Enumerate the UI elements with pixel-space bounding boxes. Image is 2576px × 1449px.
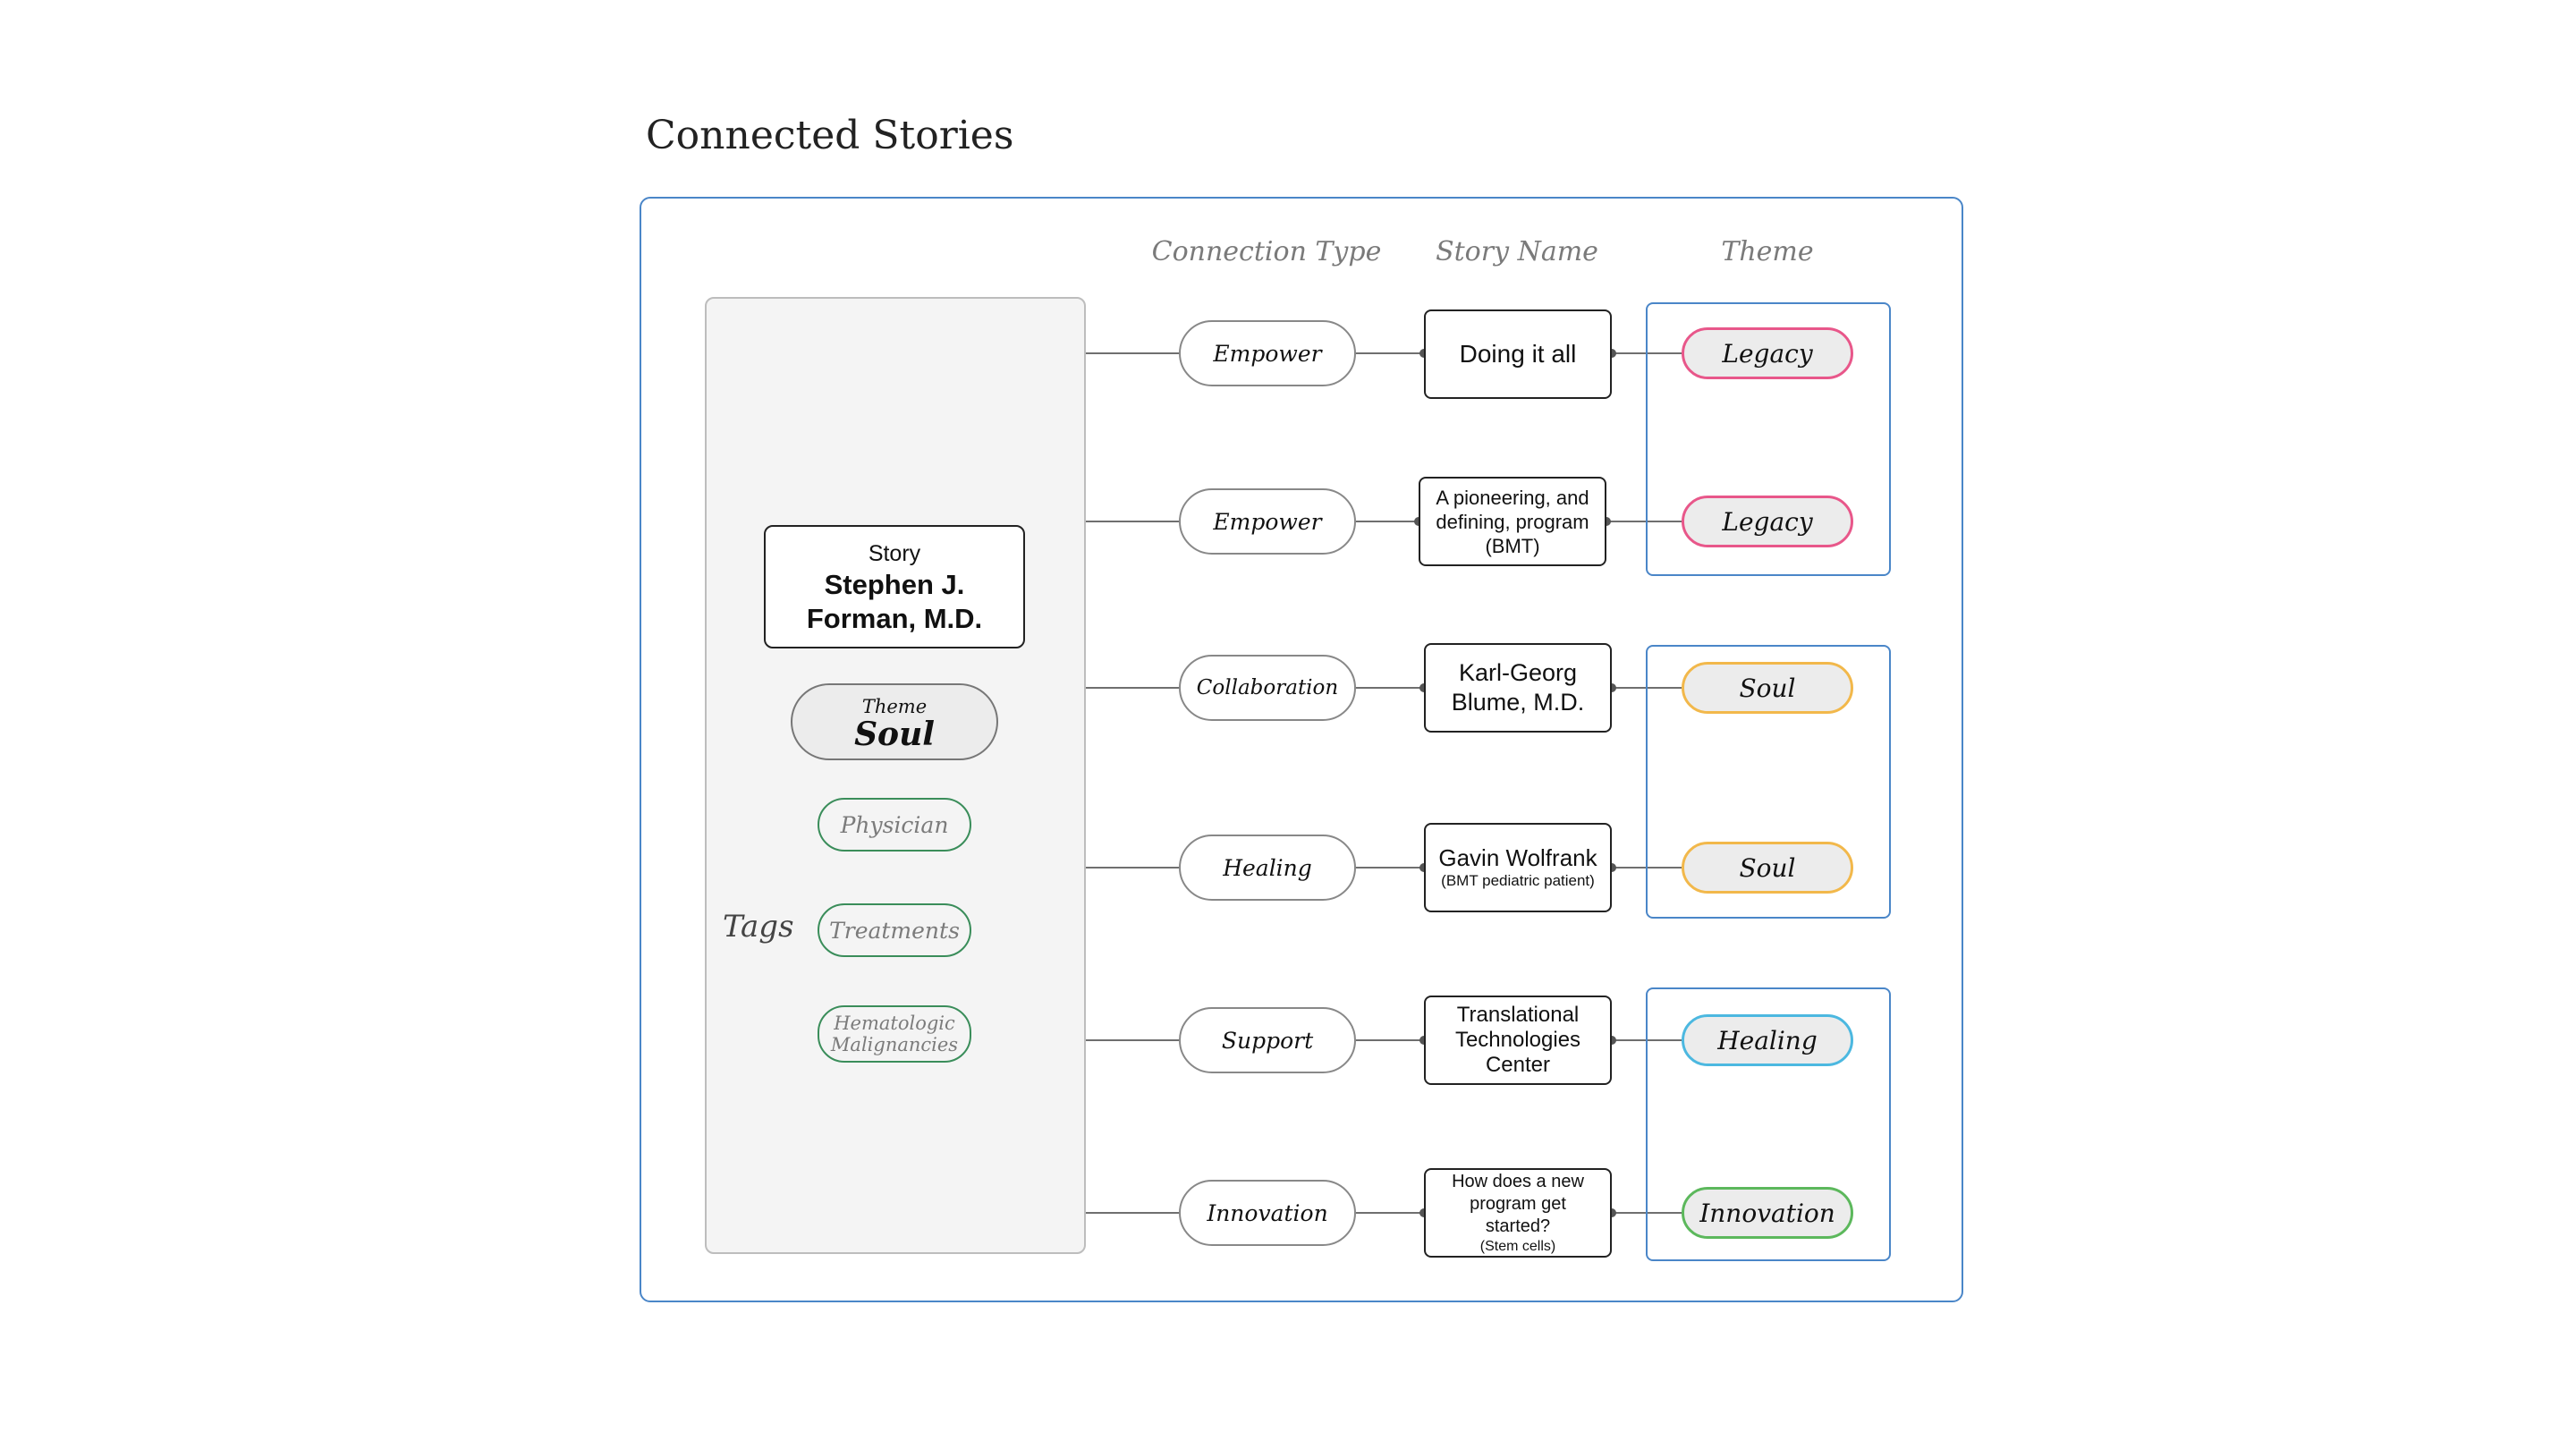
story-box[interactable]: A pioneering, and defining, program (BMT…: [1419, 477, 1606, 566]
connection-pill[interactable]: Healing: [1179, 835, 1356, 901]
story-subtitle: (BMT pediatric patient): [1441, 872, 1595, 889]
story-name: Doing it all: [1459, 340, 1577, 368]
story-box[interactable]: Translational Technologies Center: [1424, 996, 1612, 1085]
story-name-line: started?: [1485, 1216, 1551, 1236]
connection-pill[interactable]: Support: [1179, 1007, 1356, 1073]
tag-treatments-label: Treatments: [829, 917, 960, 944]
theme-badge-legacy[interactable]: Legacy: [1682, 327, 1853, 379]
story-name-line: (BMT): [1485, 534, 1540, 557]
tag-treatments[interactable]: Treatments: [818, 903, 971, 957]
tags-label: Tags: [723, 909, 794, 945]
tag-malignancies-label: Malignancies: [830, 1034, 959, 1055]
main-story-name-line2: Forman, M.D.: [806, 603, 983, 634]
tag-hematologic-label: Hematologic: [834, 1013, 955, 1034]
story-name-line: Blume, M.D.: [1451, 689, 1585, 716]
main-story-panel: [705, 297, 1086, 1254]
theme-badge-soul[interactable]: Soul: [1682, 842, 1853, 894]
header-story-name: Story Name: [1436, 236, 1598, 267]
story-subtitle: (Stem cells): [1479, 1238, 1556, 1254]
story-name-line: program get: [1470, 1193, 1566, 1214]
diagram-frame: [640, 197, 1963, 1302]
connection-pill[interactable]: Empower: [1179, 488, 1356, 555]
story-box[interactable]: Gavin Wolfrank (BMT pediatric patient): [1424, 823, 1612, 912]
story-name-line: Translational: [1456, 1003, 1580, 1027]
story-name-line: Center: [1485, 1053, 1551, 1077]
tag-physician[interactable]: Physician: [818, 798, 971, 852]
theme-group-healing-innovation: [1646, 987, 1891, 1261]
story-box[interactable]: Doing it all: [1424, 309, 1612, 399]
story-name: Gavin Wolfrank: [1438, 844, 1597, 871]
header-theme: Theme: [1721, 236, 1814, 267]
connection-pill[interactable]: Collaboration: [1179, 655, 1356, 721]
tag-hematologic-malignancies[interactable]: Hematologic Malignancies: [818, 1005, 971, 1063]
main-story-name-line1: Stephen J.: [824, 569, 965, 600]
story-name-line: defining, program: [1436, 510, 1589, 533]
theme-badge-legacy[interactable]: Legacy: [1682, 496, 1853, 547]
theme-badge-healing[interactable]: Healing: [1682, 1014, 1853, 1066]
main-theme-label: Theme: [861, 696, 928, 717]
story-name-line: Technologies: [1454, 1028, 1581, 1052]
main-story-card[interactable]: Story Stephen J. Forman, M.D.: [764, 525, 1025, 648]
header-connection-type: Connection Type: [1151, 236, 1382, 267]
page-title: Connected Stories: [646, 113, 1014, 158]
story-name-line: A pioneering, and: [1436, 486, 1589, 509]
story-box[interactable]: How does a new program get started? (Ste…: [1424, 1168, 1612, 1258]
theme-group-soul: [1646, 645, 1891, 919]
theme-group-legacy: [1646, 302, 1891, 576]
connection-pill[interactable]: Innovation: [1179, 1180, 1356, 1246]
tag-physician-label: Physician: [840, 811, 949, 838]
main-story-label: Story: [868, 541, 921, 566]
theme-badge-soul[interactable]: Soul: [1682, 662, 1853, 714]
story-name-line: Karl-Georg: [1458, 659, 1578, 686]
story-name-line: How does a new: [1452, 1171, 1584, 1191]
main-theme-value: Soul: [854, 716, 935, 753]
connection-pill[interactable]: Empower: [1179, 320, 1356, 386]
story-box[interactable]: Karl-Georg Blume, M.D.: [1424, 643, 1612, 733]
main-theme-pill[interactable]: Theme Soul: [791, 683, 998, 760]
theme-badge-innovation[interactable]: Innovation: [1682, 1187, 1853, 1239]
